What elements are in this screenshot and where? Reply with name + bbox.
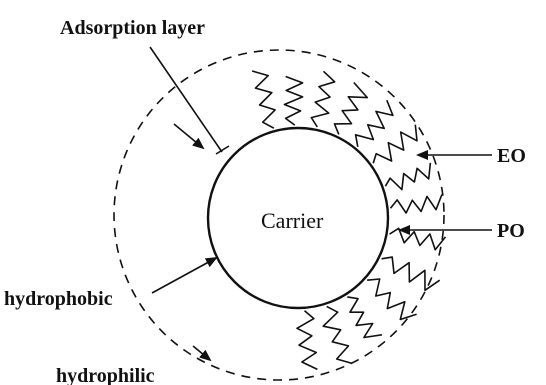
polymer-chain	[347, 297, 382, 338]
polymer-chain	[391, 195, 442, 214]
eo-label: EO	[497, 145, 526, 167]
polymer-chain	[382, 257, 440, 290]
polymer-chain	[284, 77, 302, 126]
carrier-label: Carrier	[261, 208, 324, 233]
po-label: PO	[497, 220, 525, 242]
polymer-chain	[323, 306, 352, 363]
polymer-chain	[385, 163, 430, 190]
hydrophobic-label: hydrophobic	[4, 288, 113, 310]
polymer-chain	[297, 311, 317, 370]
hydrophilic-arrow	[193, 346, 210, 360]
hydrophobic-arrow	[152, 258, 216, 293]
polymer-chain	[367, 279, 417, 320]
polymer-chain	[311, 71, 334, 127]
polymer-chain	[335, 83, 368, 135]
hydrophilic-label: hydrophilic	[56, 365, 155, 385]
polymer-chain	[390, 228, 446, 250]
adsorption-layer-label: Adsorption layer	[60, 17, 205, 39]
adsorption-layer-arrow-inner	[174, 124, 203, 148]
polymer-chain	[356, 100, 393, 147]
polymer-chain	[252, 71, 275, 128]
polymer-chain	[373, 125, 417, 164]
